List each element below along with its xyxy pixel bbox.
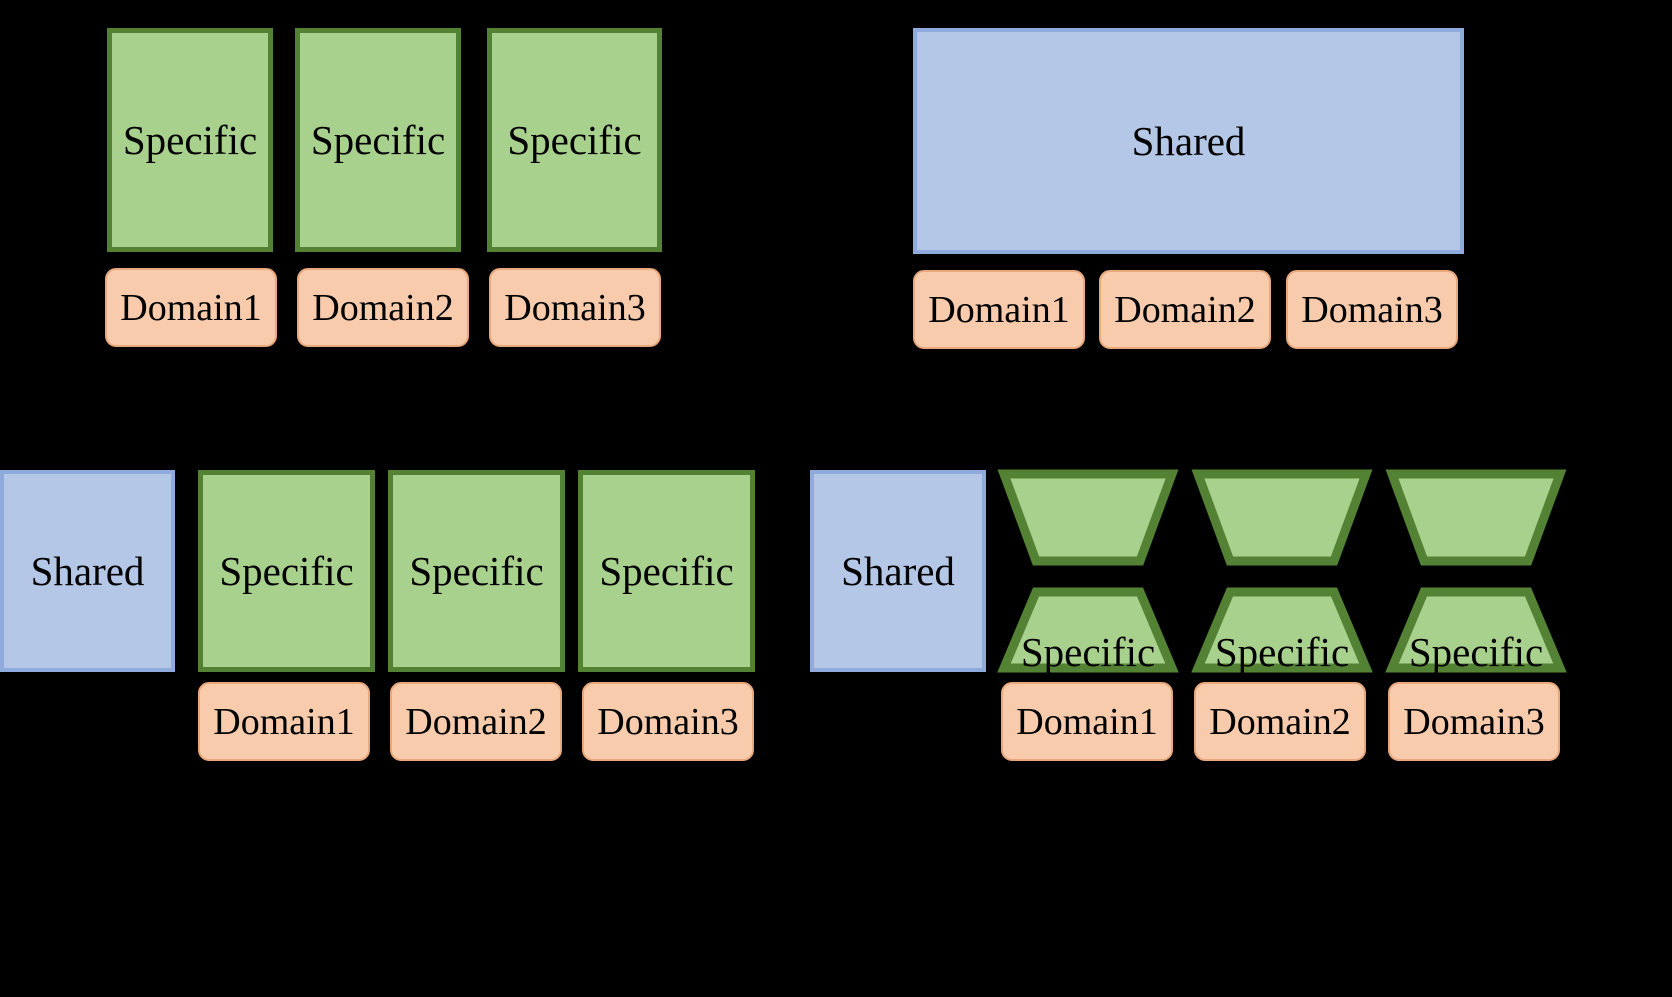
domain-block: Domain2 (390, 682, 562, 761)
specific-hourglass-bottom: Specific (1385, 587, 1567, 673)
shared-block: Shared (810, 470, 986, 672)
domain-block: Domain3 (582, 682, 754, 761)
specific-hourglass-bottom: Specific (1191, 587, 1373, 673)
specific-hourglass-top (1385, 469, 1567, 566)
quadrant-top-left: Specific Specific Specific Domain1 Domai… (0, 0, 836, 400)
domain-block: Domain1 (1001, 682, 1173, 761)
trapezoid-inverted (997, 469, 1179, 566)
domain-block: Domain3 (1286, 270, 1458, 349)
quadrant-top-right: Shared Domain1 Domain2 Domain3 (0, 0, 1672, 400)
shared-block: Shared (913, 28, 1464, 254)
specific-block: Specific (198, 470, 375, 672)
trapezoid-inverted (1385, 469, 1567, 566)
specific-block: Specific (295, 28, 461, 252)
specific-hourglass-top (997, 469, 1179, 566)
specific-block: Specific (578, 470, 755, 672)
domain-block: Domain1 (198, 682, 370, 761)
specific-hourglass-bottom: Specific (997, 587, 1179, 673)
shared-block: Shared (0, 470, 175, 672)
trapezoid-upright (1385, 587, 1567, 673)
specific-block: Specific (388, 470, 565, 672)
trapezoid-upright (1191, 587, 1373, 673)
specific-hourglass-top (1191, 469, 1373, 566)
domain-block: Domain2 (297, 268, 469, 347)
domain-block: Domain2 (1194, 682, 1366, 761)
quadrant-bottom-left: Shared Specific Specific Specific Domain… (0, 470, 755, 761)
trapezoid-upright (997, 587, 1179, 673)
trapezoid-inverted (1191, 469, 1373, 566)
domain-block: Domain1 (105, 268, 277, 347)
specific-block: Specific (487, 28, 662, 252)
domain-block: Domain3 (489, 268, 661, 347)
domain-block: Domain3 (1388, 682, 1560, 761)
domain-block: Domain2 (1099, 270, 1271, 349)
specific-block: Specific (107, 28, 273, 252)
domain-block: Domain1 (913, 270, 1085, 349)
